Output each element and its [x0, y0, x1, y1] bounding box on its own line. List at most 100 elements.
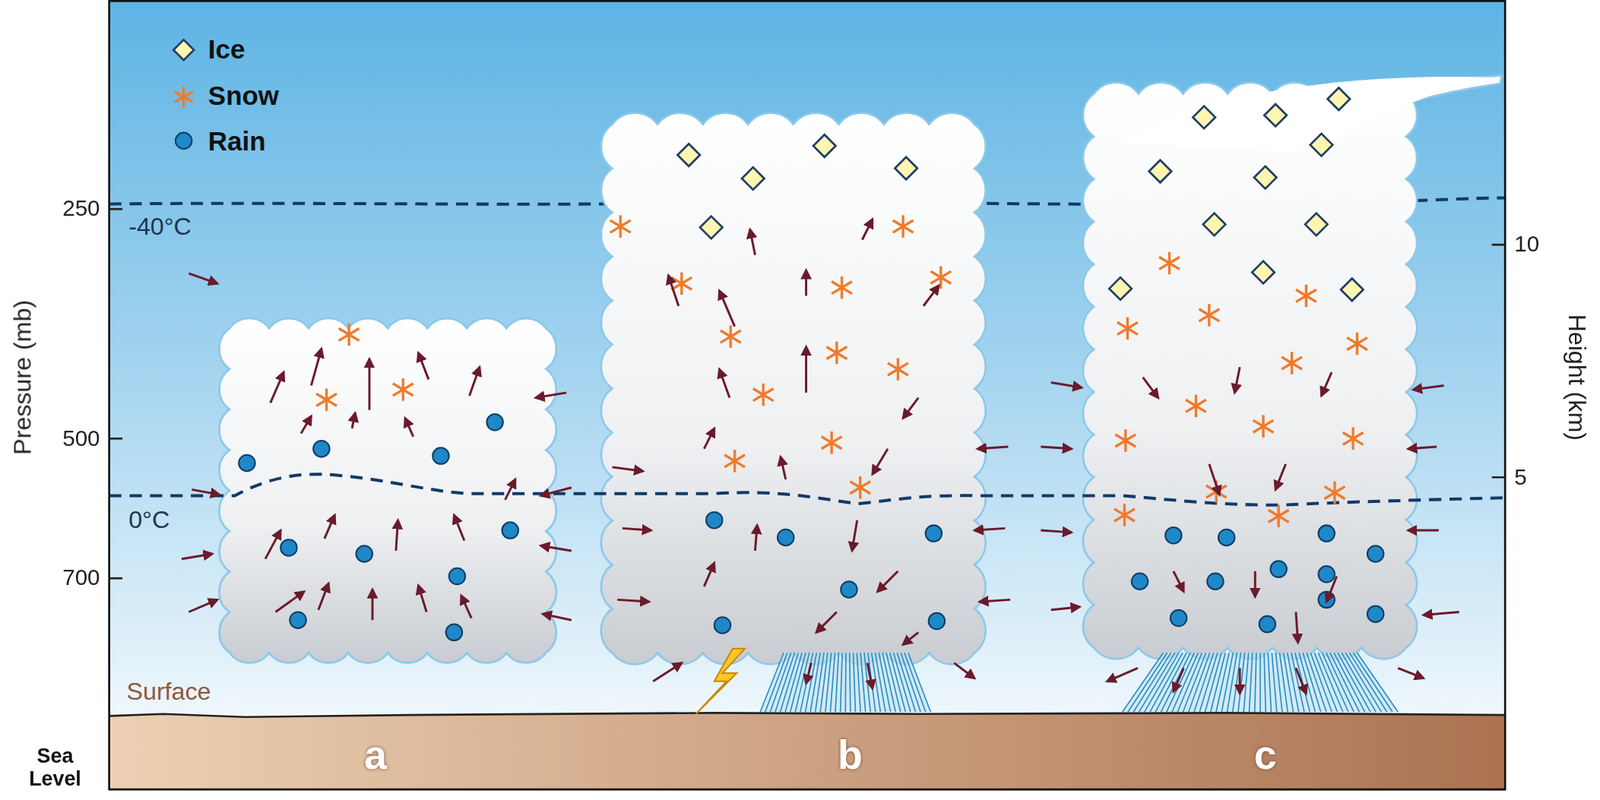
air-flow-arrow — [1234, 367, 1240, 393]
rain-drop — [840, 581, 857, 598]
air-flow-arrow — [622, 528, 652, 531]
air-flow-arrow — [367, 359, 371, 411]
snow-symbol — [1198, 304, 1220, 327]
air-flow-arrow — [1413, 385, 1444, 390]
snow-stroke — [1343, 432, 1364, 445]
stage-letter: a — [364, 732, 387, 778]
rain-streak — [1283, 652, 1294, 713]
cloud — [601, 113, 986, 666]
tick — [1492, 476, 1505, 479]
rain-streak — [849, 652, 851, 713]
rain-streak — [900, 652, 921, 713]
snow-stroke — [1115, 434, 1136, 447]
rain-streak — [1238, 652, 1246, 713]
air-flow-arrow — [861, 219, 872, 241]
rain-streak — [868, 652, 876, 713]
snow-stroke — [1253, 420, 1274, 433]
rain-streak — [1194, 652, 1214, 713]
air-flow-arrow — [1051, 382, 1082, 388]
snow-symbol — [1185, 395, 1207, 419]
rain-drop — [289, 611, 306, 628]
rain-drop — [706, 512, 723, 529]
legend-text: Rain — [208, 126, 267, 156]
air-flow-arrow — [1209, 464, 1220, 495]
air-flow-arrow — [324, 515, 335, 539]
snow-symbol — [1159, 252, 1180, 276]
snow-stroke — [849, 481, 871, 495]
snow-stroke — [887, 363, 909, 376]
snow-stroke — [610, 220, 631, 233]
air-flow-arrow — [396, 520, 399, 552]
ice-symbol — [1254, 166, 1277, 190]
snow-stroke — [1343, 432, 1364, 445]
rain-streak — [785, 652, 802, 713]
rain-streak — [1221, 652, 1233, 713]
sky-ground — [109, 0, 1506, 715]
ice-symbol — [1327, 87, 1351, 111]
rain-streak — [853, 652, 856, 713]
snow-symbol — [887, 358, 909, 381]
air-flow-arrow — [1143, 377, 1159, 399]
air-flow-arrow — [1107, 668, 1138, 682]
air-flow-arrow — [1321, 372, 1332, 397]
ice-symbol — [741, 167, 765, 191]
air-flow-arrow — [371, 589, 374, 621]
snow-symbol — [1253, 415, 1274, 438]
snow-stroke — [831, 281, 853, 295]
snow-symbol — [821, 431, 843, 455]
air-flow-arrow — [804, 270, 808, 297]
rain-streak — [825, 652, 832, 713]
rain-streak — [1271, 652, 1277, 713]
rain-streak — [1243, 652, 1249, 713]
rain-streak — [1177, 652, 1202, 713]
air-flow-arrow — [902, 398, 919, 419]
rain-drop — [777, 529, 794, 546]
rain-drop — [486, 414, 503, 431]
air-flow-arrow — [1238, 668, 1242, 694]
rain-streak — [1259, 652, 1261, 713]
rain-streak — [1337, 652, 1371, 713]
air-flow-arrow — [750, 229, 756, 256]
air-flow-arrow — [1408, 529, 1439, 533]
pressure-tick: 250 — [62, 196, 100, 222]
isotherm-label: -40°C — [128, 212, 192, 240]
rain-streak — [1248, 652, 1252, 713]
air-flow-arrow — [1275, 464, 1286, 491]
snow-symbol — [610, 215, 631, 238]
height-tick: 5 — [1514, 465, 1527, 490]
snow-stroke — [1117, 322, 1138, 335]
air-flow-arrow — [1423, 611, 1460, 615]
rain-streak — [856, 652, 861, 713]
rain-streak — [1264, 652, 1266, 713]
ice-symbol — [1251, 261, 1275, 285]
rain-drop — [1318, 525, 1334, 542]
pressure-tick: 500 — [62, 426, 100, 451]
rain-streak — [844, 652, 846, 713]
rain-streak — [840, 652, 843, 713]
rain-drop — [432, 447, 449, 464]
air-flow-arrow — [453, 515, 464, 542]
air-flow-arrow — [270, 372, 284, 403]
snow-stroke — [316, 393, 337, 406]
air-flow-arrow — [1295, 611, 1299, 643]
snow-stroke — [1346, 337, 1368, 350]
rain-drop — [1218, 529, 1235, 546]
snow-stroke — [1295, 289, 1317, 302]
snow-stroke — [1324, 486, 1346, 499]
air-flow-arrow — [867, 663, 873, 690]
rain-drop — [238, 455, 255, 472]
air-flow-arrow — [668, 275, 679, 306]
ice-symbol — [894, 157, 918, 181]
snow-stroke — [392, 383, 414, 397]
snow-stroke — [1159, 256, 1180, 270]
snow-symbol — [1117, 317, 1138, 341]
snow-stroke — [339, 328, 360, 341]
snow-symbol — [316, 388, 337, 412]
snow-stroke — [1281, 357, 1303, 370]
ice-symbol — [1264, 104, 1287, 127]
anvil-fill — [1122, 76, 1496, 153]
rain-drop — [928, 613, 945, 630]
air-flow-arrow — [275, 592, 305, 613]
legend-text: Snow — [208, 81, 279, 111]
rain-streak — [1349, 652, 1387, 713]
